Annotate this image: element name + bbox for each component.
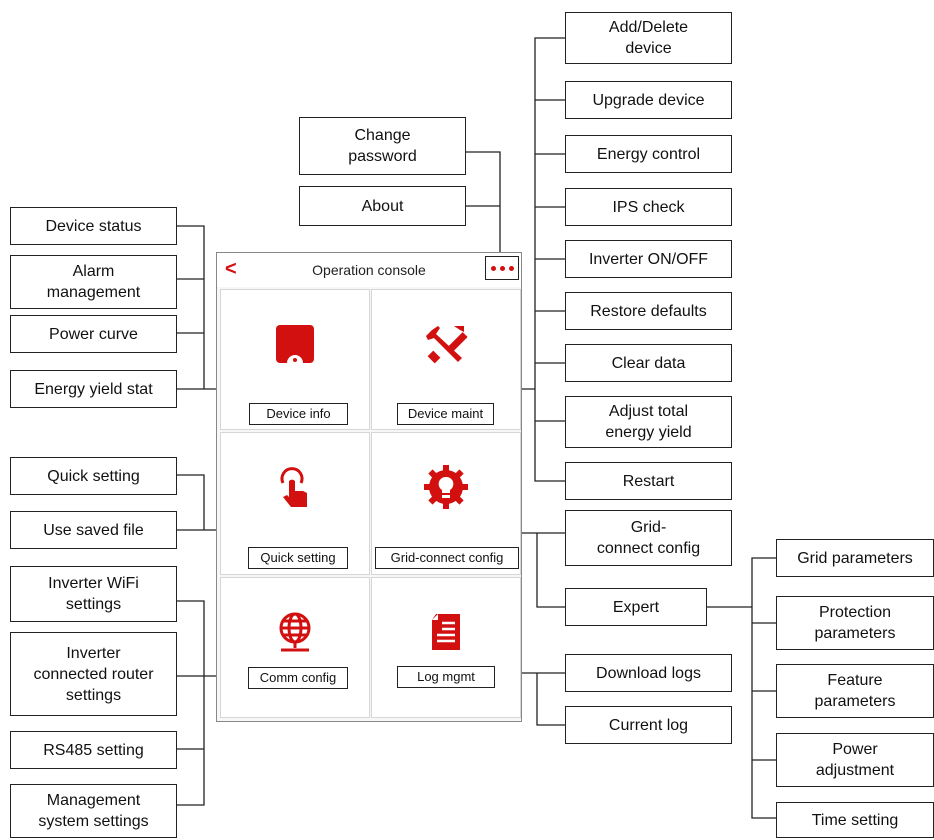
tap-icon	[280, 467, 307, 507]
download-logs-item[interactable]: Download logs	[565, 654, 732, 692]
upgrade-device-item[interactable]: Upgrade device	[565, 81, 732, 119]
device-info-tile[interactable]: Device info	[220, 289, 370, 430]
use-saved-file-item[interactable]: Use saved file	[10, 511, 177, 549]
quick-setting-item[interactable]: Quick setting	[10, 457, 177, 495]
grid-parameters-item[interactable]: Grid parameters	[776, 539, 934, 577]
about-item[interactable]: About	[299, 186, 466, 226]
inverter-wifi-settings-item[interactable]: Inverter WiFi settings	[10, 566, 177, 622]
ips-check-item[interactable]: IPS check	[565, 188, 732, 226]
energy-yield-stat-item[interactable]: Energy yield stat	[10, 370, 177, 408]
clear-data-item[interactable]: Clear data	[565, 344, 732, 382]
log-mgmt-label: Log mgmt	[397, 666, 495, 688]
protection-parameters-item[interactable]: Protection parameters	[776, 596, 934, 650]
feature-parameters-item[interactable]: Feature parameters	[776, 664, 934, 718]
restore-defaults-item[interactable]: Restore defaults	[565, 292, 732, 330]
globe-icon	[279, 612, 311, 652]
quick-setting-tile[interactable]: Quick setting	[220, 432, 370, 575]
power-adjustment-item[interactable]: Power adjustment	[776, 733, 934, 787]
operation-console-screen: < Operation console Device info Device m…	[216, 252, 522, 722]
log-icon	[432, 614, 460, 650]
device-maint-tile[interactable]: Device maint	[371, 289, 521, 430]
device-status-item[interactable]: Device status	[10, 207, 177, 245]
adjust-total-energy-yield-item[interactable]: Adjust total energy yield	[565, 396, 732, 448]
comm-config-tile[interactable]: Comm config	[220, 577, 370, 718]
energy-control-item[interactable]: Energy control	[565, 135, 732, 173]
management-system-settings-item[interactable]: Management system settings	[10, 784, 177, 838]
quick-setting-label: Quick setting	[248, 547, 348, 569]
expert-item[interactable]: Expert	[565, 588, 707, 626]
current-log-item[interactable]: Current log	[565, 706, 732, 744]
grid-connect-config-item[interactable]: Grid- connect config	[565, 510, 732, 566]
comm-config-label: Comm config	[248, 667, 348, 689]
alarm-management-item[interactable]: Alarm management	[10, 255, 177, 309]
grid-connect-config-label: Grid-connect config	[375, 547, 519, 569]
device-icon	[276, 325, 314, 363]
power-curve-item[interactable]: Power curve	[10, 315, 177, 353]
tools-icon	[426, 326, 468, 364]
screen-title: Operation console	[312, 262, 426, 278]
add-delete-device-item[interactable]: Add/Delete device	[565, 12, 732, 64]
device-maint-label: Device maint	[397, 403, 494, 425]
device-info-label: Device info	[249, 403, 348, 425]
bulb-gear-icon	[424, 465, 468, 509]
screen-header: < Operation console	[217, 253, 521, 287]
back-icon[interactable]: <	[225, 258, 237, 280]
rs485-setting-item[interactable]: RS485 setting	[10, 731, 177, 769]
router-settings-item[interactable]: Inverter connected router settings	[10, 632, 177, 716]
restart-item[interactable]: Restart	[565, 462, 732, 500]
log-mgmt-tile[interactable]: Log mgmt	[371, 577, 521, 718]
inverter-on-off-item[interactable]: Inverter ON/OFF	[565, 240, 732, 278]
change-password-item[interactable]: Change password	[299, 117, 466, 175]
time-setting-item[interactable]: Time setting	[776, 802, 934, 838]
more-dots-icon[interactable]	[485, 256, 519, 280]
grid-connect-config-tile[interactable]: Grid-connect config	[371, 432, 521, 575]
